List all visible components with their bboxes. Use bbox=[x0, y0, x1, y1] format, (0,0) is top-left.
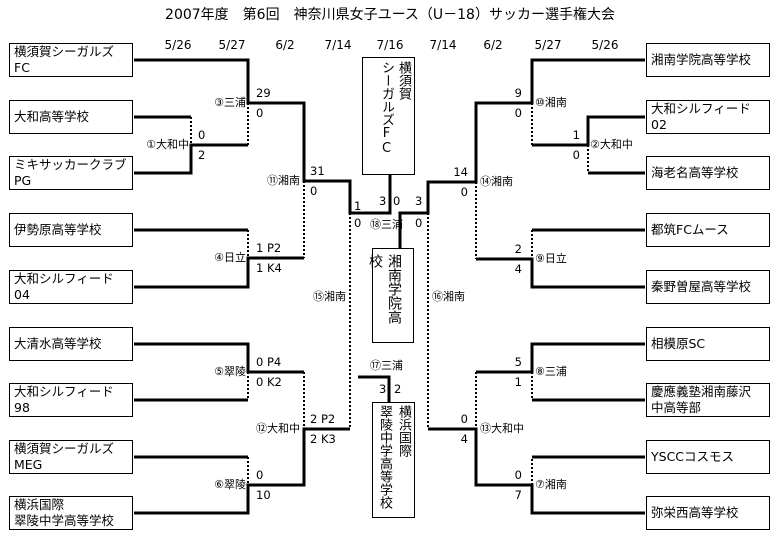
score-top: 0 P4 bbox=[256, 355, 282, 369]
score-top: 9 bbox=[514, 86, 522, 100]
team-box-left: 横須賀シーガルズ MEG bbox=[9, 440, 133, 474]
team-box-left: 大和シルフィード04 bbox=[9, 270, 133, 304]
third-place-name-line2: 翠陵中学高等学校 bbox=[377, 405, 392, 509]
champion-name-line2: シーガルズFC bbox=[379, 61, 394, 156]
match-label-m18: ⑱三浦 bbox=[370, 218, 403, 231]
score-bottom: 4 bbox=[460, 432, 468, 446]
round-date: 5/27 bbox=[534, 38, 562, 52]
champion-box: 横須賀 シーガルズFC bbox=[362, 57, 415, 175]
score-bottom: 0 bbox=[415, 216, 423, 230]
runner-up-box: 湘南学院高校 bbox=[367, 248, 414, 343]
champion-name-line1: 横須賀 bbox=[396, 61, 411, 100]
score-bottom: 0 K2 bbox=[256, 375, 282, 389]
round-date: 5/27 bbox=[218, 38, 246, 52]
match-label-m7: ⑦湘南 bbox=[535, 478, 567, 491]
score-bottom: 2 K3 bbox=[310, 432, 336, 446]
match-label-m9: ⑨日立 bbox=[535, 252, 567, 265]
third-place-name-line1: 横浜国際 bbox=[396, 405, 411, 457]
match-label-m13: ⑬大和中 bbox=[480, 422, 524, 435]
team-box-left: 大和高等学校 bbox=[9, 100, 133, 134]
team-box-right: 大和シルフィード02 bbox=[646, 100, 770, 134]
score-top: 14 bbox=[453, 165, 468, 179]
score-bottom: 1 K4 bbox=[256, 261, 282, 275]
match-label-m4: ④日立 bbox=[214, 251, 246, 264]
final-score-left: 3 bbox=[379, 194, 387, 208]
score-bottom: 0 bbox=[572, 148, 580, 162]
team-box-left: ミキサッカークラブ PG bbox=[9, 156, 133, 190]
final-score-right: 0 bbox=[393, 194, 401, 208]
match-label-m17: ⑰三浦 bbox=[370, 359, 403, 372]
round-date: 5/26 bbox=[164, 38, 192, 52]
score-bottom: 4 bbox=[514, 262, 522, 276]
score-top: 0 bbox=[514, 468, 522, 482]
score-bottom: 1 bbox=[514, 375, 522, 389]
score-top: 1 bbox=[354, 199, 362, 213]
round-date: 6/2 bbox=[483, 38, 503, 52]
team-box-left: 横須賀シーガルズ FC bbox=[9, 43, 133, 77]
score-top: 29 bbox=[256, 86, 271, 100]
team-box-right: 秦野曽屋高等学校 bbox=[646, 270, 770, 304]
team-box-left: 横浜国際 翠陵中学高等学校 bbox=[9, 496, 133, 530]
score-top: 0 bbox=[198, 128, 206, 142]
round-date: 7/14 bbox=[429, 38, 457, 52]
team-box-right: 相模原SC bbox=[646, 327, 770, 361]
match-label-m16: ⑯湘南 bbox=[432, 290, 465, 303]
match-label-m5: ⑤翠陵 bbox=[214, 365, 246, 378]
score-bottom: 10 bbox=[256, 488, 271, 502]
score-bottom: 7 bbox=[514, 488, 522, 502]
score-top: 2 bbox=[514, 242, 522, 256]
score-top: 3 bbox=[415, 194, 423, 208]
match-label-m12: ⑫大和中 bbox=[256, 422, 300, 435]
team-box-left: 伊勢原高等学校 bbox=[9, 213, 133, 247]
score-top: 31 bbox=[310, 164, 325, 178]
match-label-m2: ②大和中 bbox=[590, 138, 633, 151]
team-box-right: 弥栄西高等学校 bbox=[646, 496, 770, 530]
match-label-m6: ⑥翠陵 bbox=[214, 478, 246, 491]
team-box-right: 都筑FCムース bbox=[646, 213, 770, 247]
score-bottom: 0 bbox=[310, 184, 318, 198]
round-date: 7/16 bbox=[376, 38, 404, 52]
score-top: 2 P2 bbox=[310, 412, 336, 426]
match-label-m1: ①大和中 bbox=[146, 138, 189, 151]
third-score-right: 2 bbox=[394, 382, 402, 396]
team-box-left: 大和シルフィード98 bbox=[9, 383, 133, 417]
round-date: 6/2 bbox=[275, 38, 295, 52]
team-box-right: 海老名高等学校 bbox=[646, 156, 770, 190]
match-label-m11: ⑪湘南 bbox=[267, 174, 300, 187]
score-top: 1 P2 bbox=[256, 241, 282, 255]
match-label-m10: ⑩湘南 bbox=[535, 96, 567, 109]
score-bottom: 0 bbox=[256, 106, 264, 120]
score-bottom: 0 bbox=[460, 185, 468, 199]
third-place-box: 横浜国際 翠陵中学高等学校 bbox=[372, 402, 415, 518]
team-box-right: 慶應義塾湘南藤沢 中高等部 bbox=[646, 383, 770, 417]
score-top: 0 bbox=[460, 412, 468, 426]
team-box-left: 大清水高等学校 bbox=[9, 327, 133, 361]
match-label-m3: ③三浦 bbox=[214, 96, 246, 109]
score-top: 5 bbox=[514, 355, 522, 369]
round-date: 7/14 bbox=[324, 38, 352, 52]
match-label-m15: ⑮湘南 bbox=[313, 290, 346, 303]
score-bottom: 2 bbox=[198, 148, 206, 162]
score-top: 0 bbox=[256, 468, 264, 482]
team-box-right: YSCCコスモス bbox=[646, 440, 770, 474]
score-bottom: 0 bbox=[514, 106, 522, 120]
third-score-left: 3 bbox=[379, 382, 387, 396]
round-date: 5/26 bbox=[591, 38, 619, 52]
loser-lines bbox=[190, 103, 589, 485]
match-label-m14: ⑭湘南 bbox=[480, 175, 513, 188]
runner-up-name: 湘南学院高校 bbox=[367, 254, 402, 324]
score-top: 1 bbox=[572, 128, 580, 142]
match-label-m8: ⑧三浦 bbox=[535, 365, 567, 378]
score-bottom: 0 bbox=[354, 216, 362, 230]
page-title: 2007年度 第6回 神奈川県女子ユース（U－18）サッカー選手権大会 bbox=[165, 7, 615, 23]
team-box-right: 湘南学院高等学校 bbox=[646, 43, 770, 77]
